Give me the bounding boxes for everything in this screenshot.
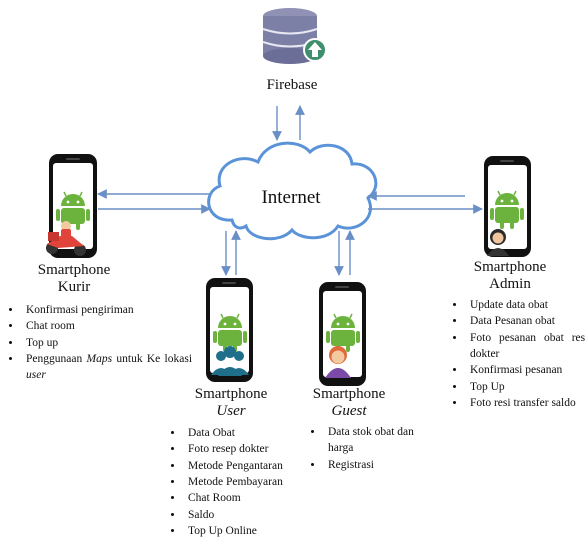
list-item: Registrasi [324,457,434,473]
courier-scooter-icon [46,221,86,256]
kurir-title-line2: Kurir [57,279,91,296]
internet-label: Internet [261,187,321,208]
kurir-maps-user: user [26,369,46,382]
kurir-title-line1: Smartphone [37,262,111,278]
phone-user [206,278,253,382]
list-item: Foto resi transfer saldo [466,395,585,411]
guest-title-line2: Guest [331,403,367,420]
upload-arrow-icon [303,38,327,62]
list-item: Data Obat [184,425,334,441]
list-item: Chat room [22,318,192,334]
phone-admin [484,156,531,257]
list-item: Konfirmasi pengiriman [22,302,192,318]
guest-feature-list: Data stok obat dan harga Registrasi [306,424,434,473]
admin-feature-list: Update data obat Data Pesanan obat Foto … [448,297,585,411]
list-item: Konfirmasi pesanan [466,362,585,378]
connection-arrows [97,105,483,276]
list-item: Metode Pengantaran [184,458,334,474]
kurir-maps-word: Maps [86,352,113,365]
list-item: Top up [22,335,192,351]
user-title-line2: User [216,403,246,420]
list-item: Data stok obat dan harga [324,424,434,457]
kurir-feature-list: Konfirmasi pengiriman Chat room Top up P… [4,302,192,384]
admin-avatar-icon [487,229,509,256]
list-item: Metode Pembayaran [184,474,334,490]
list-item: Chat Room [184,490,334,506]
user-group-icon [211,346,249,376]
user-title: Smartphone User [176,386,286,421]
list-item: Data Pesanan obat [466,313,585,329]
guest-title-line1: Smartphone [312,386,386,402]
list-item: Top Up Online [184,523,334,539]
admin-title-line1: Smartphone [473,259,547,275]
list-item: Top Up [466,379,585,395]
kurir-maps-mid: untuk Ke lokasi [116,352,193,365]
user-feature-list: Data Obat Foto resep dokter Metode Penga… [166,425,334,539]
list-item: Foto resep dokter [184,441,334,457]
list-item: Penggunaan Maps untuk Ke lokasi user [22,351,192,384]
kurir-title: Smartphone Kurir [14,262,134,297]
list-item: Update data obat [466,297,585,313]
user-title-line1: Smartphone [194,386,268,402]
guest-title: Smartphone Guest [294,386,404,421]
internet-cloud [207,141,378,241]
firebase-label: Firebase [266,77,318,93]
guest-avatar-icon [325,346,351,378]
kurir-maps-prefix: Penggunaan [26,352,83,365]
list-item: Foto pesanan obat resep dokter [466,330,585,363]
admin-title-line2: Admin [489,276,531,293]
list-item: Saldo [184,507,334,523]
admin-title: Smartphone Admin [450,259,570,294]
